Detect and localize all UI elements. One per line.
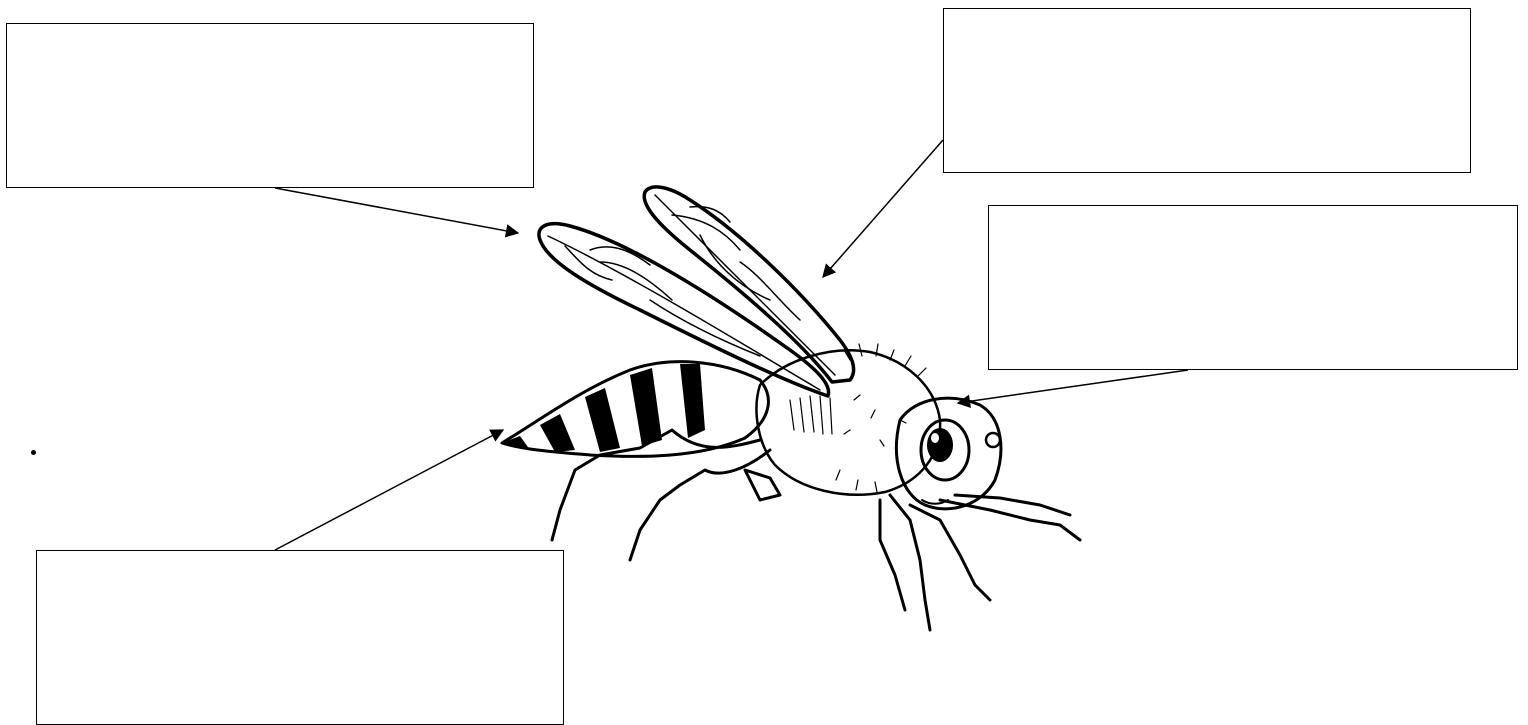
label-box-mid-right[interactable] xyxy=(988,205,1518,370)
label-box-bottom-left[interactable] xyxy=(36,550,564,725)
bee-abdomen xyxy=(502,362,768,457)
bee-thorax xyxy=(756,344,940,495)
label-box-top-right[interactable] xyxy=(943,8,1471,173)
label-box-top-right-text xyxy=(944,9,1470,25)
label-box-bottom-left-text xyxy=(37,551,563,567)
label-box-top-left[interactable] xyxy=(6,23,534,188)
label-box-mid-right-text xyxy=(989,206,1517,222)
label-box-top-left-text xyxy=(7,24,533,40)
arrow-mid-right xyxy=(958,370,1188,403)
bee-head xyxy=(896,398,1000,509)
stray-dot xyxy=(31,450,36,455)
arrow-bottom-left xyxy=(275,430,503,550)
arrow-top-left xyxy=(275,188,518,233)
arrow-top-right xyxy=(823,140,943,277)
